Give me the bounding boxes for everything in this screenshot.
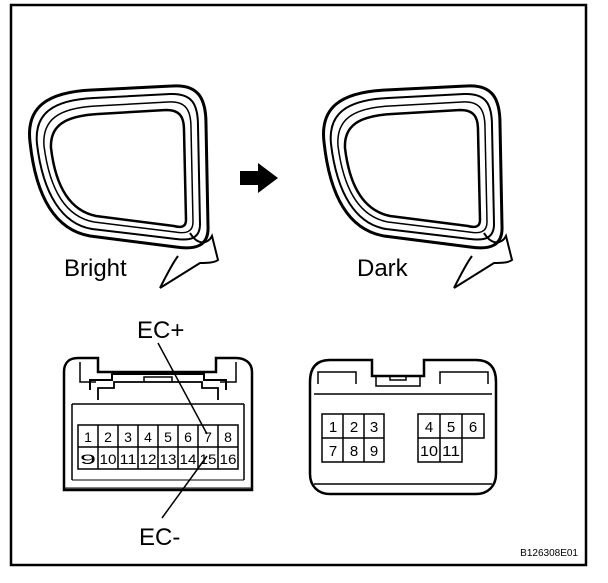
pin-12: 12 [140, 451, 157, 467]
pin-10: 10 [100, 451, 117, 467]
pin-r-1: 1 [329, 419, 337, 436]
pin-4: 4 [144, 429, 152, 445]
pin-r-5: 5 [447, 419, 455, 436]
figure-code: B126308E01 [520, 548, 578, 559]
connector-16pin-row1: 1 2 3 4 5 6 7 8 [84, 429, 232, 445]
pin-5: 5 [164, 429, 172, 445]
label-ec-minus: EC- [139, 524, 180, 551]
pin-r-8: 8 [350, 443, 358, 460]
pin-r-6: 6 [469, 419, 477, 436]
pin-14: 14 [180, 451, 197, 467]
pin-9: 9 [80, 451, 96, 467]
connector-11pin-row2: 7 8 9 10 11 [329, 443, 460, 460]
pin-16: 16 [220, 451, 237, 467]
connector-11pin-row1: 1 2 3 4 5 6 [329, 419, 477, 436]
ec-minus-leader [161, 455, 208, 519]
pin-13: 13 [160, 451, 177, 467]
pin-8: 8 [224, 429, 232, 445]
pin-r-10: 10 [420, 443, 438, 460]
connector-11pin [308, 358, 498, 496]
pin-11: 11 [120, 451, 137, 467]
connector-11pin-grid [321, 413, 485, 463]
pin-r-9: 9 [370, 443, 378, 460]
pin-3: 3 [124, 429, 132, 445]
pin-r-7: 7 [329, 443, 337, 460]
connector-16pin-grid [77, 424, 239, 470]
connector-16pin-row2: 9 10 11 12 13 14 15 16 [80, 451, 237, 467]
transition-arrow [240, 163, 278, 193]
pin-r-4: 4 [425, 419, 433, 436]
label-dark: Dark [357, 255, 409, 282]
pin-r-2: 2 [350, 419, 358, 436]
mirror-dark [322, 84, 514, 289]
pin-7: 7 [204, 429, 212, 445]
label-bright: Bright [64, 255, 127, 282]
ec-plus-leader [157, 342, 208, 435]
pin-6: 6 [184, 429, 192, 445]
pin-r-11: 11 [442, 443, 460, 460]
pin-15: 15 [200, 451, 217, 467]
pin-r-3: 3 [370, 419, 378, 436]
mirror-bright [28, 84, 220, 289]
figure-border [9, 3, 588, 567]
connector-16pin [62, 356, 254, 492]
label-ec-plus: EC+ [137, 317, 184, 344]
pin-2: 2 [104, 429, 112, 445]
pin-1: 1 [84, 429, 92, 445]
